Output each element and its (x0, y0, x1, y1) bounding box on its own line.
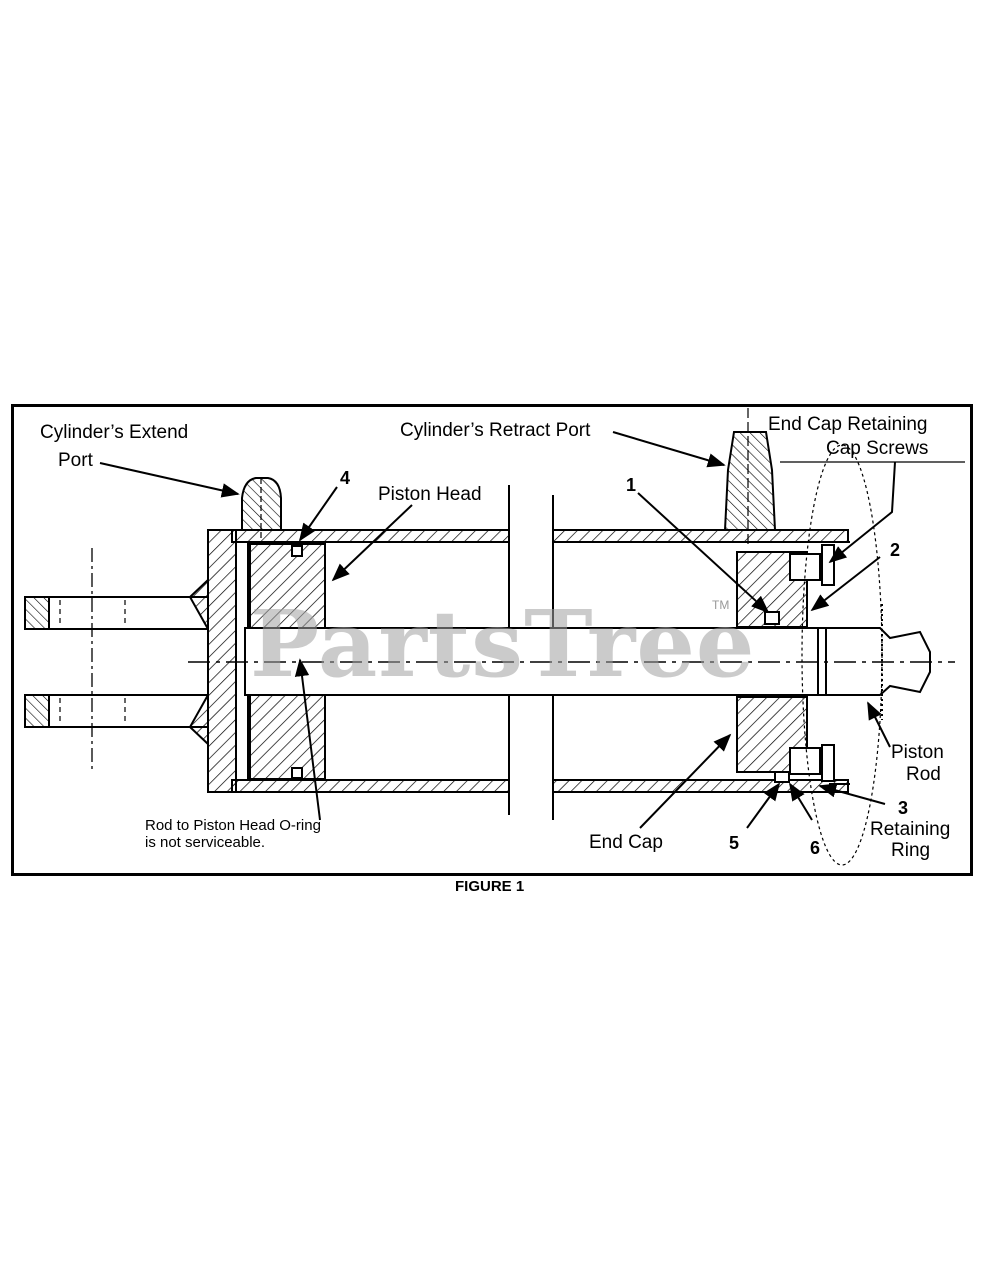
detail-ellipse (801, 444, 883, 866)
callout-5: 5 (729, 833, 740, 853)
piston-head-label: Piston Head (378, 484, 482, 505)
oring-note-line2: is not serviceable. (145, 834, 266, 851)
end-cap-screws-label-line1: End Cap Retaining (768, 414, 928, 435)
figure-caption: FIGURE 1 (455, 878, 525, 895)
retract-port-fitting (723, 408, 777, 545)
trademark-mark: TM (712, 598, 730, 612)
end-cap-label: End Cap (589, 832, 663, 853)
end-plate (207, 529, 249, 793)
extend-port-fitting (241, 477, 282, 545)
clevis (24, 548, 209, 770)
extend-port-label-line2: Port (58, 450, 93, 471)
oring-note-line1: Rod to Piston Head O-ring (145, 817, 321, 834)
piston-rod-label-line2: Rod (906, 764, 941, 785)
piston-rod-label-line1: Piston (891, 742, 944, 763)
retaining-ring-label-line2: Ring (891, 840, 931, 861)
retaining-ring-label-line1: Retaining (870, 819, 951, 840)
callout-4: 4 (340, 468, 351, 488)
end-cap (736, 541, 850, 785)
callout-2: 2 (890, 540, 901, 560)
leader-lines (99, 431, 896, 829)
extend-port-label-line1: Cylinder’s Extend (40, 422, 189, 443)
piston-head (249, 543, 326, 780)
callout-6: 6 (810, 838, 821, 858)
watermark: PartsTree (250, 590, 756, 698)
retract-port-label: Cylinder’s Retract Port (400, 420, 591, 441)
callout-3: 3 (898, 798, 909, 818)
end-cap-screws-label-line2: Cap Screws (826, 438, 929, 459)
callout-1: 1 (626, 475, 637, 495)
